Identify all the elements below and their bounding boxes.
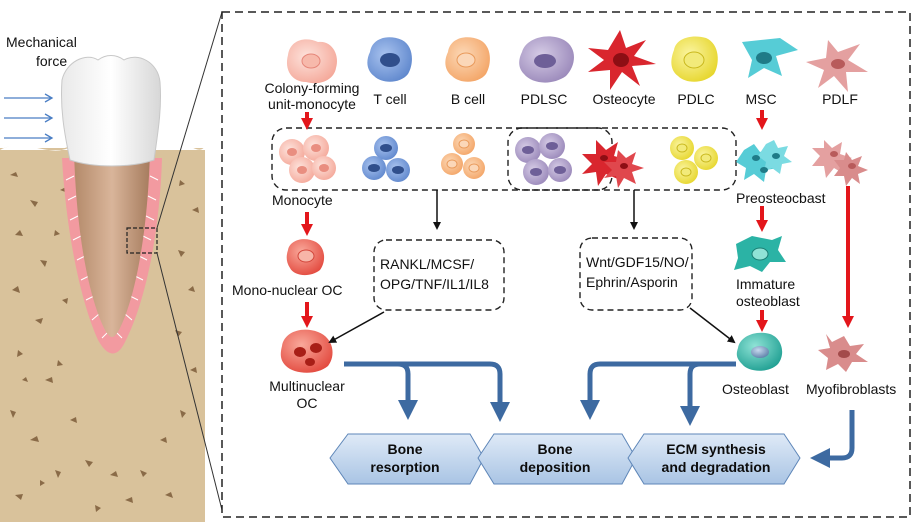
zoom-box xyxy=(126,227,158,254)
label-preosteoblast: Preosteocbast xyxy=(736,190,826,206)
outcome-bone-deposition-line2: deposition xyxy=(519,459,591,475)
cluster-osteocytes xyxy=(582,140,644,188)
label-pdlc: PDLC xyxy=(677,91,715,107)
outcome-bone-resorption-line1: Bone xyxy=(387,441,423,457)
tooth-crown xyxy=(60,55,162,167)
cell-myofibroblast xyxy=(818,334,868,372)
outcome-ecm-line1: ECM synthesis xyxy=(666,441,766,457)
tooth-root xyxy=(74,150,150,337)
label-myofibroblasts: Myofibroblasts xyxy=(806,381,897,397)
label-multinuclear-line2: OC xyxy=(296,395,318,411)
label-msc: MSC xyxy=(745,91,777,107)
cell-colony-forming-unit-monocyte xyxy=(286,39,338,84)
outcome-bone-deposition-line1: Bone xyxy=(537,441,573,457)
cell-osteocyte xyxy=(588,30,656,90)
label-multinuclear-line1: Multinuclear xyxy=(269,378,345,394)
factors-right-line1: Wnt/GDF15/NO/ xyxy=(586,254,689,270)
factors-left-line1: RANKL/MCSF/ xyxy=(380,256,475,272)
factors-left-line2: OPG/TNF/IL1/IL8 xyxy=(380,276,489,292)
label-b-cell: B cell xyxy=(450,91,486,107)
label-osteocyte: Osteocyte xyxy=(592,91,656,107)
label-t-cell: T cell xyxy=(373,91,407,107)
factors-right-line2: Ephrin/Asporin xyxy=(586,274,678,290)
cell-mono-nuclear-oc xyxy=(286,239,325,276)
label-mono-nuclear-oc: Mono-nuclear OC xyxy=(232,282,343,298)
zoom-line-top xyxy=(156,11,223,229)
label-pdlf: PDLF xyxy=(822,91,858,107)
label-osteoblast: Osteoblast xyxy=(722,381,789,397)
cell-multinuclear-oc xyxy=(280,329,333,373)
cell-msc xyxy=(742,38,798,78)
label-force: force xyxy=(36,53,68,69)
cell-pdlc xyxy=(671,36,718,82)
cluster-pdlscs xyxy=(515,133,572,185)
label-immature-line2: osteoblast xyxy=(736,293,800,309)
bone-texture xyxy=(10,172,199,512)
cell-b-cell xyxy=(445,37,490,82)
cell-t-cell xyxy=(367,37,412,82)
cell-immature-osteoblast xyxy=(734,236,786,272)
cell-osteoblast xyxy=(736,332,783,371)
cluster-t-cells xyxy=(362,136,410,182)
label-mechanical: Mechanical xyxy=(6,34,77,50)
cell-pdlsc xyxy=(519,36,574,83)
label-monocyte: Monocyte xyxy=(272,192,333,208)
outcome-ecm xyxy=(627,433,801,485)
tooth-illustration xyxy=(0,11,223,522)
cluster-b-cells xyxy=(441,133,485,179)
cluster-pdlcs xyxy=(670,136,718,184)
blue-flow-arrows xyxy=(344,361,855,468)
outcome-bone-resorption-line2: resorption xyxy=(370,459,440,475)
label-immature-line1: Immature xyxy=(736,276,796,292)
zoom-panel-frame xyxy=(221,11,911,518)
label-cfu-line1: Colony-forming xyxy=(264,80,360,96)
cluster-pdlfs xyxy=(812,140,868,186)
cluster-preosteoblasts xyxy=(736,140,792,182)
red-arrows xyxy=(301,110,854,332)
outcome-chevrons xyxy=(329,433,801,485)
group-box-right xyxy=(507,127,737,191)
label-cfu-line2: unit-monocyte xyxy=(268,96,356,112)
label-pdlsc: PDLSC xyxy=(520,91,568,107)
force-arrows xyxy=(4,93,54,143)
cell-pdlf xyxy=(806,40,868,92)
outcome-ecm-line2: and degradation xyxy=(661,459,771,475)
black-arrows xyxy=(328,190,736,344)
zoom-line-bottom xyxy=(156,252,223,511)
factor-box-right xyxy=(579,237,693,311)
cluster-monocytes xyxy=(279,135,336,183)
factor-box-left xyxy=(373,239,505,311)
